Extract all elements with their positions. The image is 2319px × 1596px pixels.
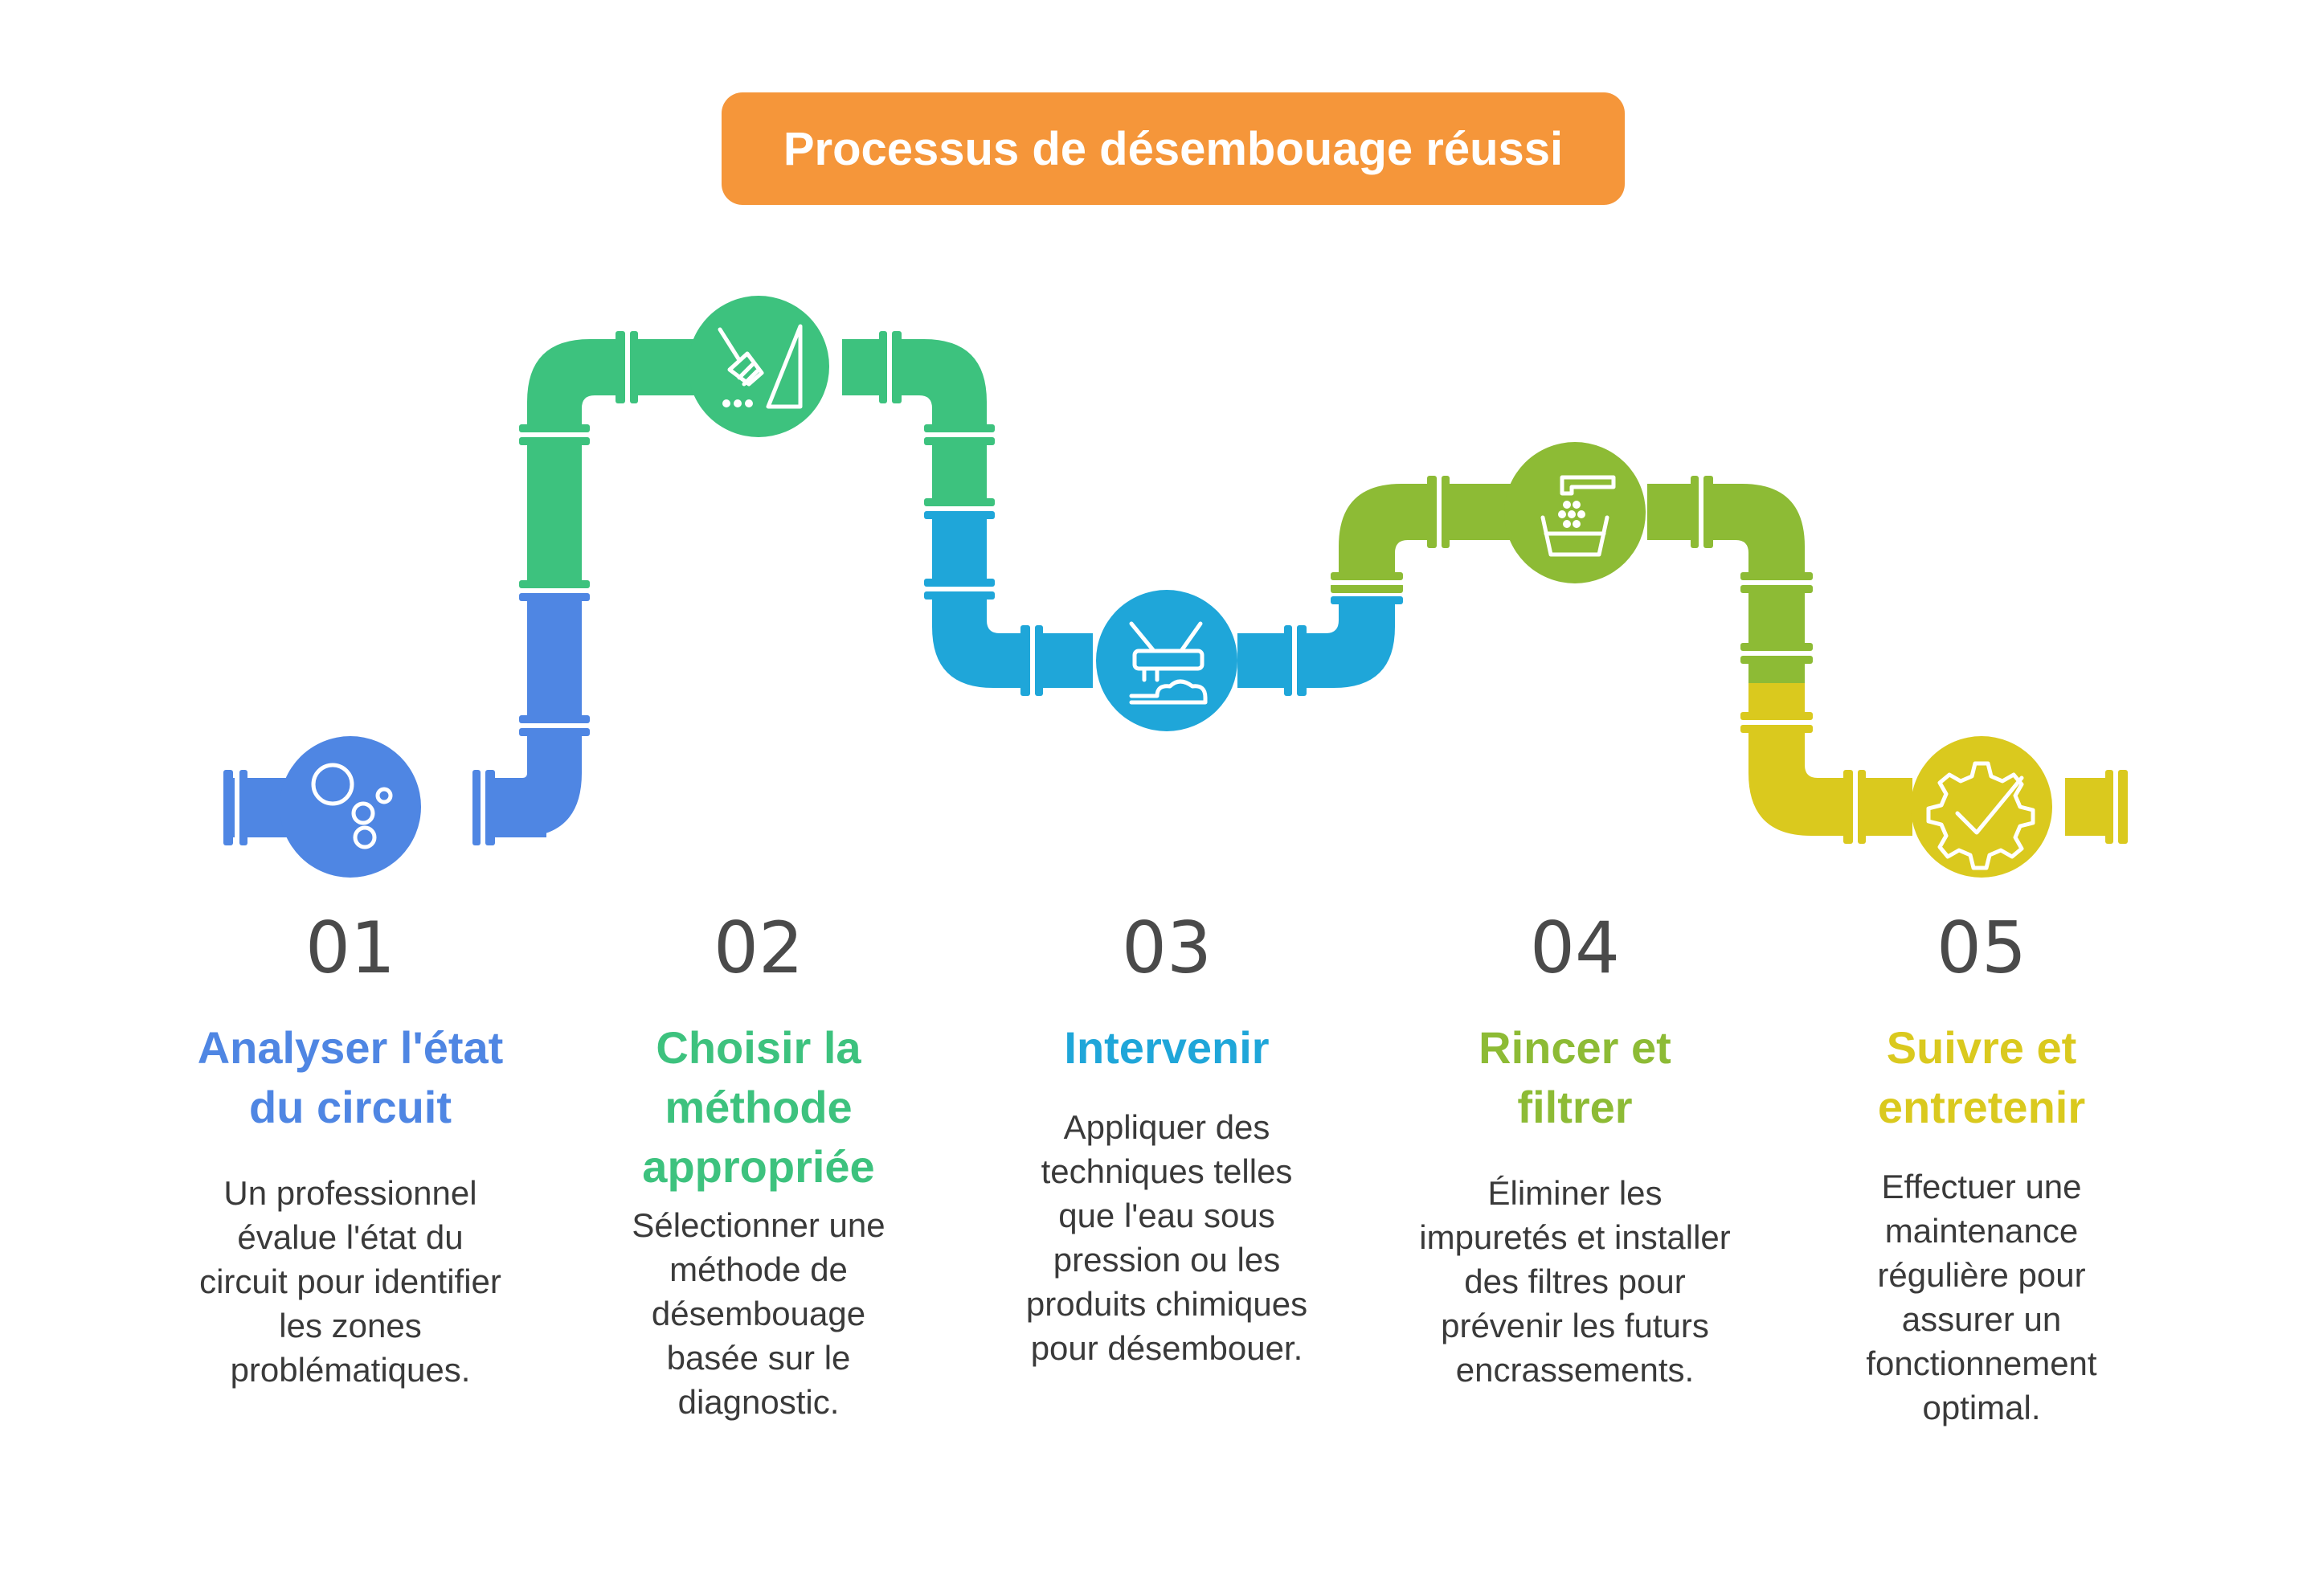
step-title-line: entretenir [1877, 1082, 2086, 1132]
gear-check-icon [1926, 761, 2035, 870]
step-desc-line: impuretés et installer [1419, 1218, 1731, 1256]
step-block-3: 03 Intervenir Appliquer des techniques t… [974, 906, 1360, 1370]
step-desc-line: Un professionnel [223, 1174, 477, 1212]
step-desc-line: Effectuer une [1881, 1168, 2082, 1205]
cleaning-brush-icon [1129, 621, 1208, 705]
step-desc-line: Sélectionner une [632, 1206, 885, 1244]
step-desc-line: Appliquer des [1063, 1108, 1270, 1146]
pipe-couplings-4 [1331, 476, 1813, 664]
step-desc-line: optimal. [1922, 1389, 2041, 1426]
step-desc-line: pression ou les [1053, 1241, 1281, 1279]
step-desc-line: produits chimiques [1025, 1285, 1308, 1323]
step-desc-line: que l'eau sous [1058, 1197, 1275, 1234]
step-node-5 [1911, 736, 2052, 878]
step-block-5: 05 Suivre et entretenir Effectuer une ma… [1789, 906, 2174, 1430]
step-title-line: filtrer [1517, 1082, 1633, 1132]
step-block-1: 01 Analyser l'état du circuit Un profess… [157, 906, 543, 1392]
faucet-filter-icon [1540, 475, 1616, 557]
step-node-4 [1504, 442, 1646, 583]
step-desc-line: assurer un [1901, 1300, 2062, 1338]
step-desc-line: prévenir les futurs [1441, 1307, 1709, 1344]
page-title: Processus de désembouage réussi [783, 122, 1564, 175]
step-desc-line: pour désembouer. [1030, 1329, 1303, 1367]
step-node-2 [688, 296, 829, 437]
step-title-line: Analyser l'état [197, 1022, 504, 1073]
step-desc-line: techniques telles [1041, 1152, 1293, 1190]
step-desc-line: circuit pour identifier [199, 1262, 501, 1300]
step-node-1 [280, 736, 421, 878]
step-desc-line: désembouage [651, 1295, 866, 1332]
step-number: 03 [1122, 906, 1212, 989]
step-number: 05 [1937, 906, 2027, 989]
step-desc-line: maintenance [1884, 1212, 2079, 1250]
step-desc-line: les zones [279, 1307, 422, 1344]
pipe-segment-2 [527, 339, 987, 580]
step-number: 02 [714, 906, 804, 989]
step-title-line: Suivre et [1886, 1022, 2077, 1073]
step-desc-line: basée sur le [666, 1339, 851, 1377]
title-banner: Processus de désembouage réussi [722, 92, 1625, 205]
step-desc-line: fonctionnement [1866, 1344, 2097, 1382]
step-number: 01 [305, 906, 395, 989]
step-desc-line: des filtres pour [1464, 1262, 1686, 1300]
step-title-line: appropriée [642, 1141, 875, 1192]
bubbles-icon [311, 763, 393, 849]
step-block-4: 04 Rincer et filtrer Éliminer les impure… [1382, 906, 1768, 1392]
broom-icon [718, 324, 803, 409]
step-title-line: du circuit [248, 1082, 452, 1132]
step-title-line: méthode [665, 1082, 853, 1132]
step-title-line: Choisir la [656, 1022, 861, 1073]
step-block-2: 02 Choisir la méthode appropriée Sélecti… [566, 906, 951, 1424]
step-title-line: Rincer et [1479, 1022, 1671, 1073]
pipe-couplings-5 [1740, 712, 2128, 844]
step-title-line: Intervenir [1064, 1022, 1270, 1073]
step-desc-line: problématiques. [230, 1351, 471, 1389]
pipe-couplings-2 [519, 331, 995, 519]
step-node-3 [1096, 590, 1237, 731]
step-number: 04 [1530, 906, 1620, 989]
pipe-couplings-1 [223, 580, 590, 845]
step-desc-line: encrassements. [1455, 1351, 1695, 1389]
step-desc-line: régulière pour [1877, 1256, 2086, 1294]
step-desc-line: évalue l'état du [237, 1218, 464, 1256]
step-desc-line: diagnostic. [677, 1383, 840, 1421]
step-desc-line: Éliminer les [1487, 1174, 1663, 1212]
step-desc-line: méthode de [669, 1250, 848, 1288]
